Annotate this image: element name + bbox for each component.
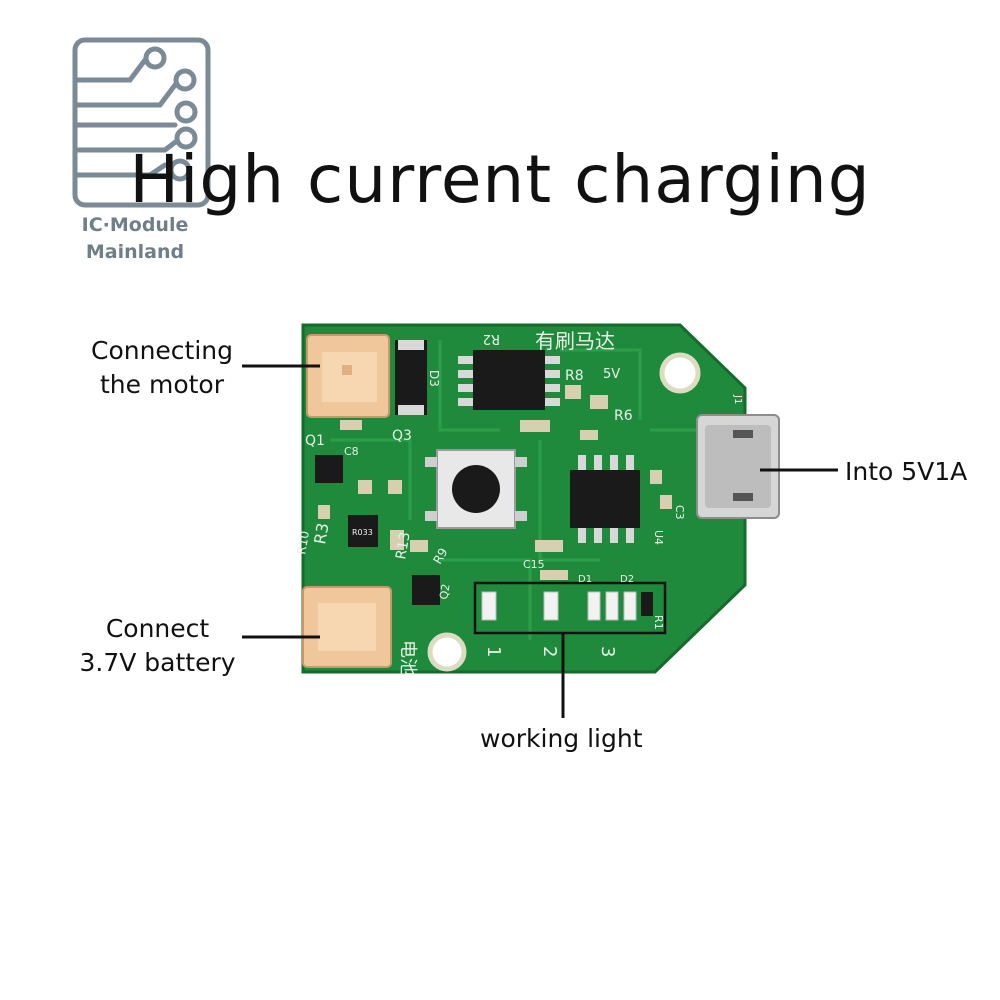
label-connect-battery: Connect 3.7V battery: [50, 612, 265, 680]
logo-text-line2: Mainland: [85, 241, 185, 263]
led-number: 1: [483, 646, 504, 657]
smd-components: [318, 385, 672, 580]
silkscreen-motor-text: 有刷马达: [535, 329, 615, 353]
silkscreen-ref: R13: [393, 531, 414, 561]
circuit-logo-icon: [72, 37, 211, 208]
mounting-hole: [659, 352, 701, 394]
logo-text-line1: IC·Module: [81, 214, 189, 236]
working-light-box: [473, 581, 667, 635]
silkscreen-ref: J1: [732, 394, 743, 404]
silkscreen-ref: 5V: [603, 367, 620, 382]
label-line: Connect: [105, 614, 210, 643]
chip-right: [570, 455, 640, 543]
label-line: Connecting: [90, 336, 234, 365]
led-number: 2: [539, 646, 560, 657]
mounting-hole: [427, 632, 467, 672]
label-working-light: working light: [480, 724, 643, 753]
transistor-q2: [412, 575, 440, 605]
label-line: the motor: [100, 370, 224, 399]
silkscreen-ref: R1: [652, 615, 665, 630]
silkscreen-ref: R9: [430, 546, 450, 567]
silkscreen-ref: D3: [427, 370, 441, 387]
diode-d3: [395, 340, 427, 415]
label-connecting-motor: Connecting the motor: [62, 334, 262, 402]
battery-connector: [302, 586, 392, 668]
callout-lines: [242, 364, 838, 718]
pcb-board: 有刷马达 电池 R2 R8 5V R6 D3 Q1 Q3 C8 R10 R3 R…: [294, 323, 780, 676]
page-title: High current charging: [129, 141, 871, 218]
chip-top: [458, 350, 560, 410]
led-indicators: [481, 591, 653, 621]
silkscreen-ref: Q2: [437, 583, 453, 601]
label-into-5v1a: Into 5V1A: [845, 457, 968, 486]
silkscreen-ref: Q3: [392, 428, 412, 444]
silkscreen-ref: R2: [483, 331, 500, 346]
tactile-switch: [425, 449, 527, 529]
transistor-q1: [315, 455, 343, 483]
silkscreen-ref: D2: [620, 574, 634, 585]
motor-connector: [306, 334, 390, 418]
resistor-r033: [348, 515, 378, 547]
silkscreen-ref: Q1: [305, 433, 325, 449]
silkscreen-ref: U4: [652, 530, 665, 545]
silkscreen-ref: C3: [673, 505, 686, 520]
silkscreen-battery-text: 电池: [397, 640, 418, 676]
micro-usb-port: [696, 414, 780, 519]
led-number: 3: [597, 646, 618, 657]
silkscreen-ref: R3: [310, 521, 332, 545]
silkscreen-ref: R10: [294, 530, 312, 556]
silkscreen-ref: C15: [523, 558, 545, 571]
silkscreen-ref: C8: [344, 445, 359, 458]
silkscreen-ref: R033: [352, 528, 373, 537]
label-line: 3.7V battery: [79, 648, 236, 677]
silkscreen-ref: D1: [578, 574, 592, 585]
silkscreen-ref: R6: [614, 408, 633, 424]
silkscreen-ref: R8: [565, 368, 584, 384]
